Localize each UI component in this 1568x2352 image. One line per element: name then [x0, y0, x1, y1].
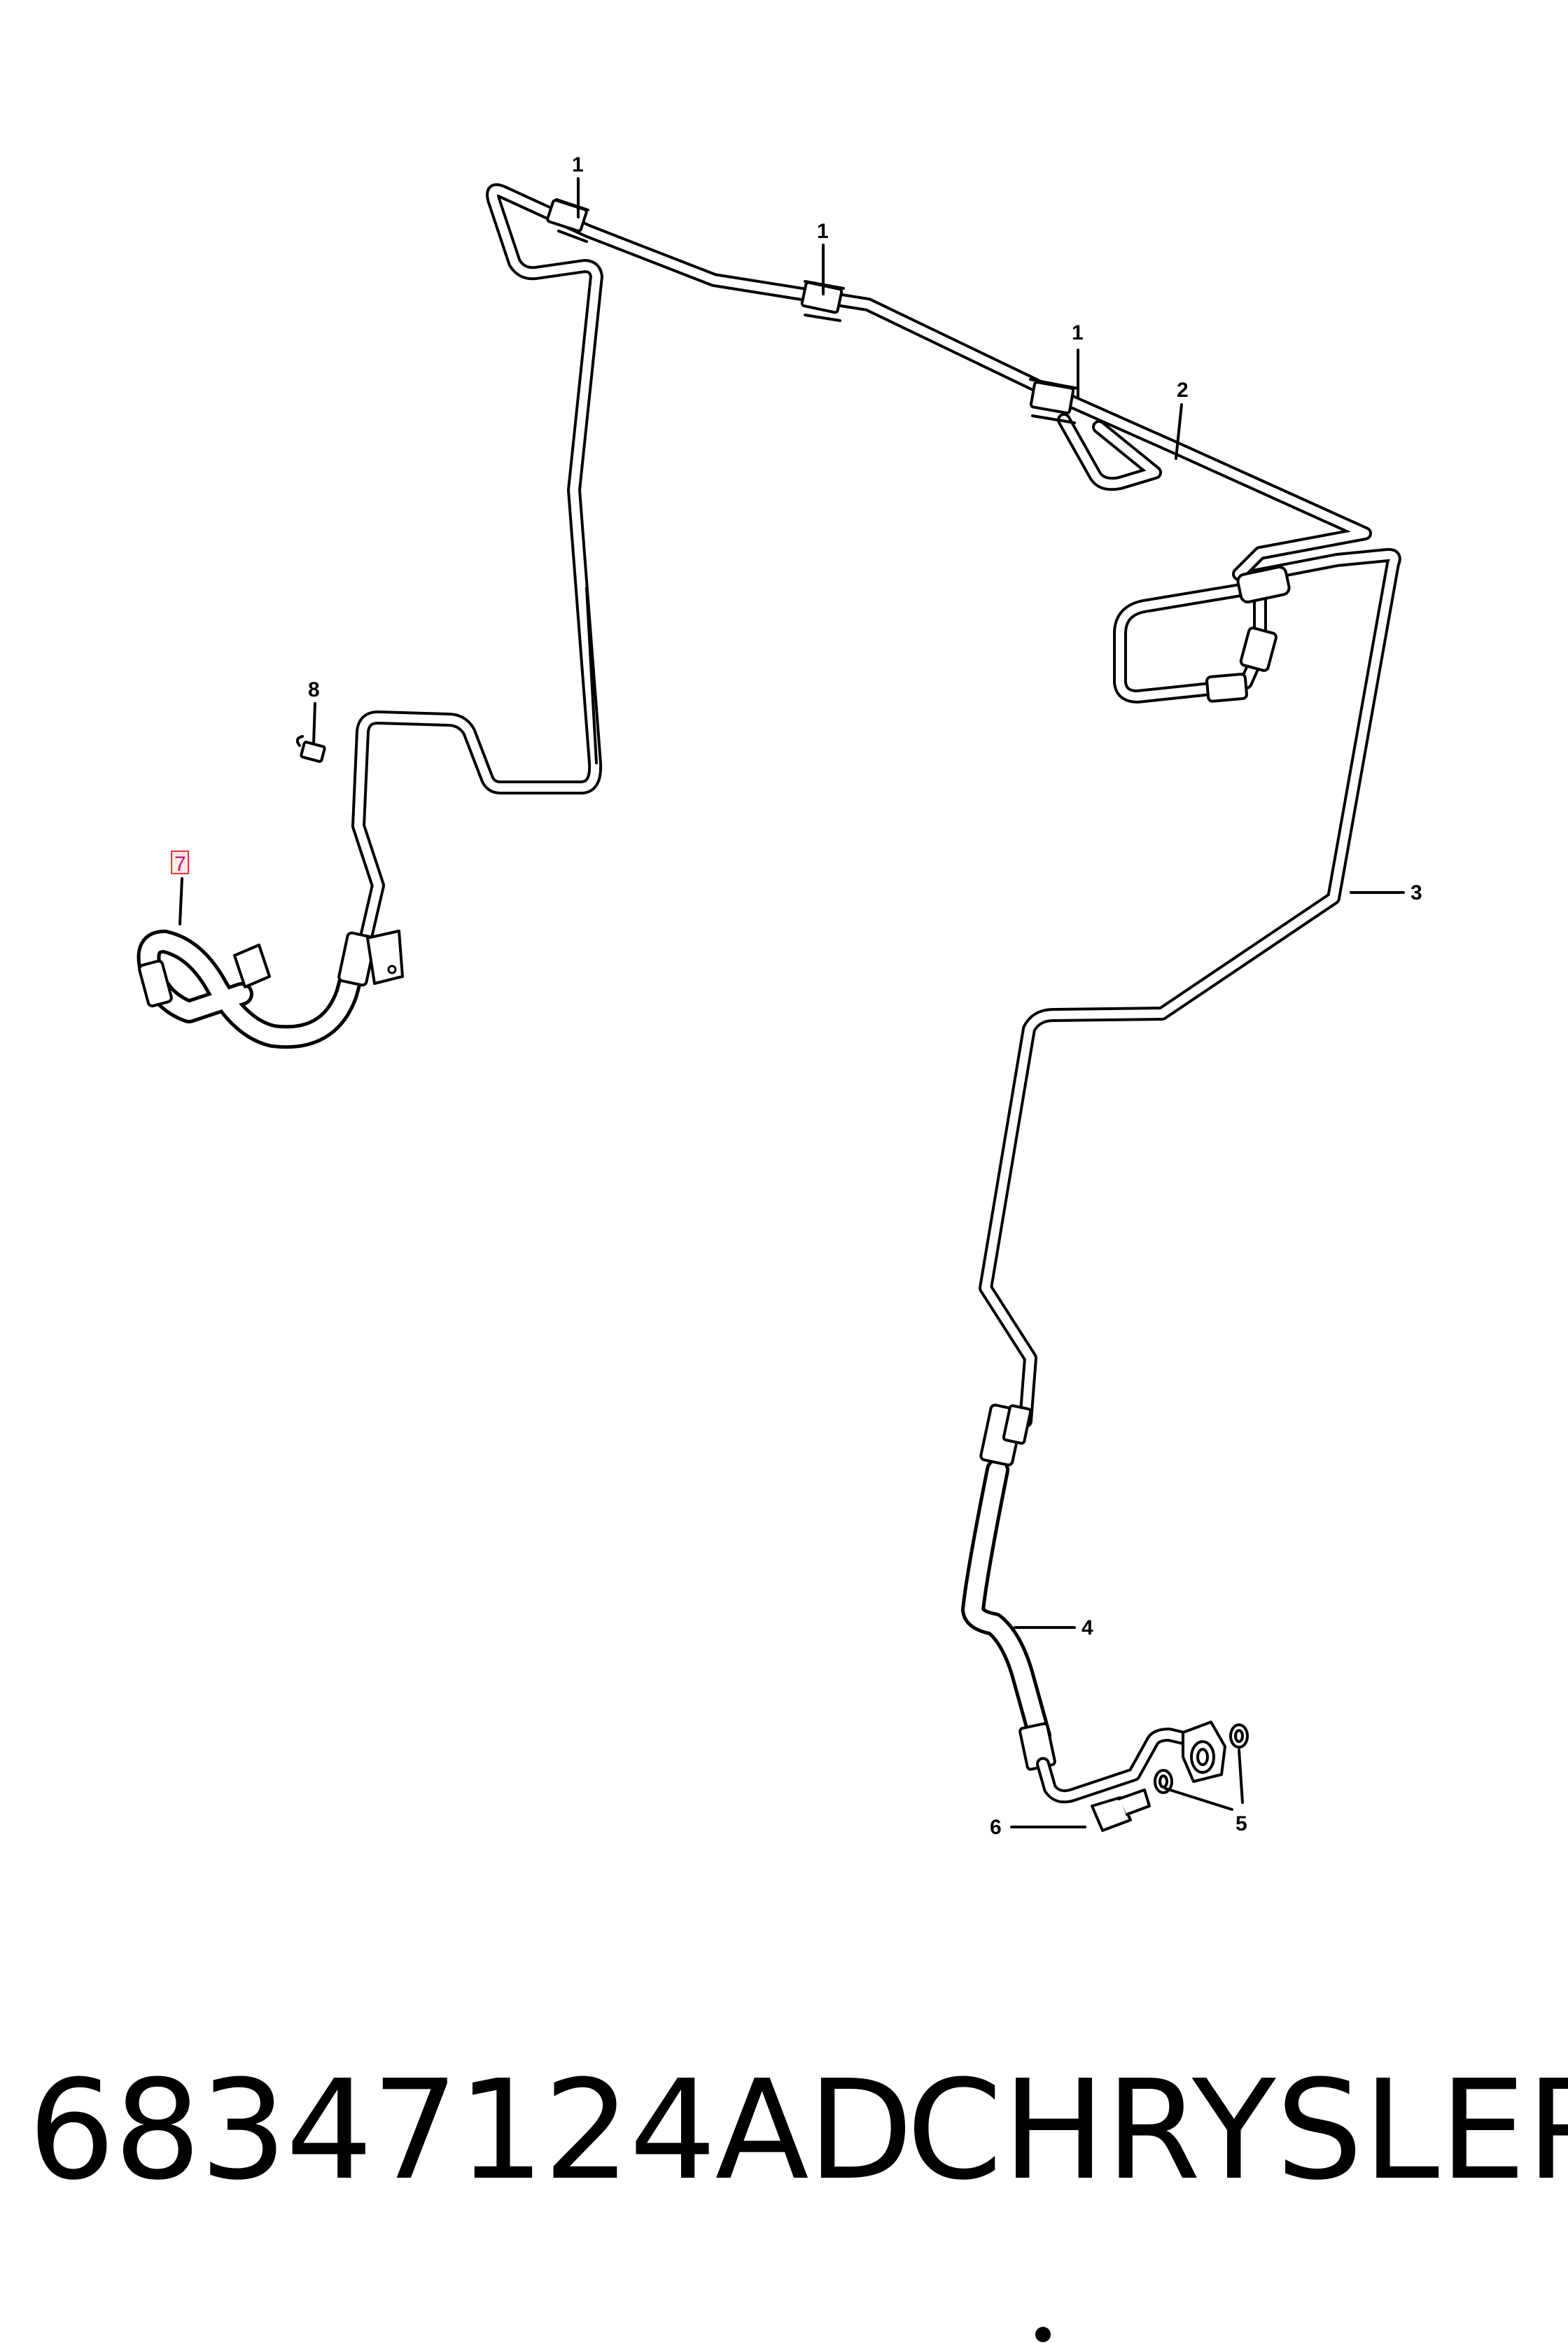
brake-line-3	[979, 547, 1401, 2342]
brand-name: CHRYSLER	[906, 2051, 1568, 2211]
callout-1b: 1	[817, 220, 829, 243]
washer-5b	[1229, 1723, 1249, 1749]
line-loop	[1057, 413, 1162, 491]
union-fitting	[1205, 566, 1291, 703]
callout-1c: 1	[1072, 321, 1084, 344]
rear-line-to-caliper	[1036, 1728, 1197, 1804]
banjo-fitting	[1182, 1721, 1226, 1783]
clip-8	[295, 735, 326, 763]
callout-1a: 1	[572, 153, 584, 176]
brake-hose-4	[961, 1404, 1056, 1771]
callout-5: 5	[1236, 1812, 1247, 1835]
callout-2: 2	[1177, 379, 1189, 402]
brake-line-2	[351, 183, 1372, 959]
leader-lines	[178, 177, 1405, 1828]
clip-1c	[1029, 378, 1079, 424]
callout-6: 6	[990, 1816, 1002, 1839]
brake-hose-7	[136, 930, 404, 1049]
callout-7-highlight-box	[171, 850, 189, 874]
callout-7: 7	[174, 853, 186, 876]
callout-8: 8	[308, 678, 320, 701]
footer: 68347124AD CHRYSLER	[0, 2051, 1568, 2219]
callout-4: 4	[1082, 1616, 1093, 1639]
callout-3: 3	[1410, 881, 1422, 904]
washer-5a	[1154, 1769, 1173, 1794]
banjo-bolt-6	[1091, 1788, 1151, 1832]
clip-1a	[546, 198, 589, 243]
part-number: 68347124AD	[28, 2051, 913, 2211]
